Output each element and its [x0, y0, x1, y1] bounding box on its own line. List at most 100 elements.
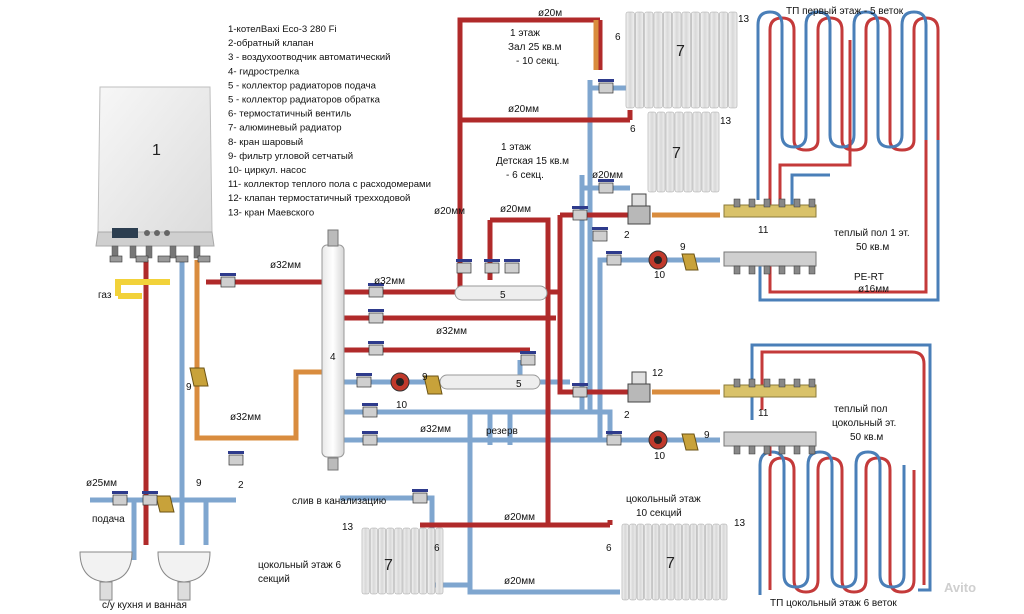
manifold-outlet: [733, 265, 741, 275]
num-11: 11: [758, 225, 769, 236]
legend-item: 8- кран шаровый: [228, 137, 303, 148]
valve-handle: [142, 491, 158, 494]
num-7: 7: [676, 43, 685, 60]
pipe-size-label: ø20мм: [434, 206, 465, 217]
manifold-outlet: [808, 265, 816, 275]
manifold-outlet: [778, 265, 786, 275]
radiator-section: [635, 11, 644, 109]
ball-valve: [362, 434, 378, 446]
radiator-section: [667, 523, 675, 601]
radiator-section: [378, 527, 386, 595]
valve-handle: [356, 373, 372, 376]
valve-handle: [220, 273, 236, 276]
gas-pipe: [115, 279, 170, 296]
num-6: 6: [606, 543, 612, 554]
legend-item: 1-котелBaxi Eco-3 280 Fi: [228, 24, 337, 35]
ball-valve: [606, 254, 622, 266]
radiator-section: [636, 523, 645, 601]
ball-valve: [520, 354, 536, 366]
num-6: 6: [615, 32, 621, 43]
ball-valve: [368, 286, 384, 298]
pipe16-label: ø16мм: [858, 284, 889, 295]
manifold-outlet: [808, 198, 816, 208]
manifold-outlet: [748, 378, 756, 388]
ball-valve: [592, 230, 608, 242]
radiator-section: [656, 111, 666, 193]
num-9: 9: [422, 372, 428, 383]
num-13: 13: [342, 522, 354, 533]
radiator-section: [701, 111, 711, 193]
radiator-section: [683, 111, 693, 193]
num-7: 7: [384, 557, 393, 574]
room1-area: Зал 25 кв.м: [508, 42, 562, 53]
radiator-section: [719, 11, 728, 109]
num-10: 10: [654, 270, 666, 281]
num-5: 5: [500, 290, 506, 301]
radiator-section: [386, 527, 395, 595]
valve-handle: [362, 403, 378, 406]
pumps: [390, 250, 668, 450]
valve-handle: [520, 351, 536, 354]
radiator-section: [394, 527, 403, 595]
filters: [155, 253, 699, 513]
pipe-size-label: ø32мм: [420, 424, 451, 435]
ball-valve: [412, 492, 428, 504]
manifold-outlet: [763, 445, 771, 455]
ball-valve: [598, 182, 614, 194]
num-7: 7: [672, 145, 681, 162]
pipe-size-label: ø20мм: [508, 104, 539, 115]
valve-handle: [606, 251, 622, 254]
radiator-section: [653, 11, 663, 109]
ball-valve: [356, 376, 372, 388]
manifold-outlet: [733, 378, 741, 388]
radiator-section: [435, 527, 444, 595]
room2-area: Детская 15 кв.м: [496, 156, 569, 167]
pipe-size-label: ø20мм: [504, 576, 535, 587]
watermark: Avito: [944, 580, 976, 595]
manifold-outlet: [778, 198, 786, 208]
num-10: 10: [654, 451, 666, 462]
radiator-section: [674, 111, 684, 193]
floor0-label-b: цокольный эт.: [832, 418, 896, 429]
valve-handle: [598, 79, 614, 82]
valve-handle: [606, 431, 622, 434]
radiator-section: [709, 11, 719, 109]
radiator-section: [644, 523, 652, 601]
manifold-outlet: [793, 198, 801, 208]
floor1-label-a: теплый пол 1 эт.: [834, 228, 910, 239]
radiator-section: [621, 523, 629, 601]
radiator-section: [402, 527, 411, 595]
ball-valve: [112, 494, 128, 506]
ball-valve: [572, 386, 588, 398]
num-2: 2: [238, 480, 244, 491]
floor-heating-loops-basement: [750, 343, 932, 595]
legend-item: 10- циркул. насос: [228, 165, 306, 176]
legend-item: 2-обратный клапан: [228, 38, 314, 49]
valve-handle: [412, 489, 428, 492]
valve-handle: [598, 179, 614, 182]
radiator-section: [651, 523, 660, 601]
room1-sections: - 10 секц.: [516, 56, 559, 67]
num-6: 6: [630, 124, 636, 135]
tp-basement-title: ТП цокольный этаж 6 веток: [770, 598, 897, 609]
valve-handle: [572, 383, 588, 386]
tp-first-title: ТП первый этаж - 5 веток: [786, 6, 904, 17]
ball-valve: [368, 312, 384, 324]
valve-handle: [368, 341, 384, 344]
radiator-section: [691, 11, 700, 109]
num-13: 13: [720, 116, 732, 127]
num-9: 9: [704, 430, 710, 441]
three-way-valves: [627, 193, 651, 403]
radiator-section: [647, 111, 657, 193]
pipe-size-label: ø32мм: [270, 260, 301, 271]
room2-title: 1 этаж: [501, 142, 531, 153]
radiator-section: [674, 523, 682, 601]
floor-heating-loops-first: [756, 10, 940, 302]
legend-item: 4- гидрострелка: [228, 66, 300, 77]
valve-handle: [572, 206, 588, 209]
ball-valves: [112, 79, 622, 506]
legend-item: 5 - коллектор радиаторов обратка: [228, 95, 381, 106]
legend-item: 13- кран Маевского: [228, 207, 314, 218]
num-9: 9: [186, 382, 192, 393]
